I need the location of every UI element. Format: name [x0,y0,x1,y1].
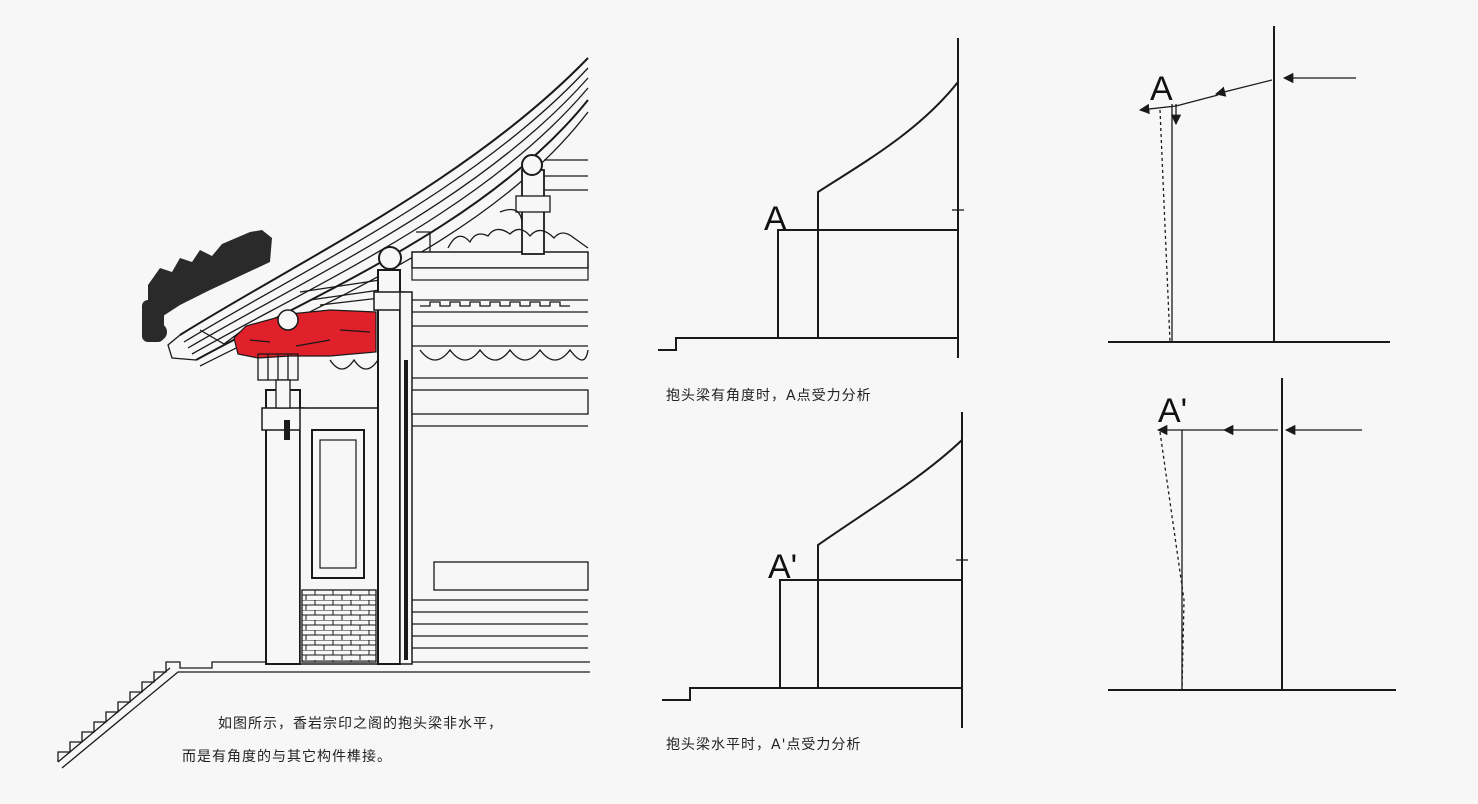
bottom-point-label: A' [768,548,797,586]
bottom-section-diagram: A' [662,412,968,728]
top-force-point-label: A [1150,70,1173,108]
bottom-diagram-caption: 抱头梁水平时，A'点受力分析 [666,737,862,753]
inner-column [377,269,401,665]
tie-beam-highlight [233,309,377,359]
bottom-force-point-label: A' [1158,392,1187,430]
building-elevation [57,57,590,769]
top-point-label: A [764,200,787,238]
bracket-row [419,348,589,361]
eave-column [265,389,301,665]
building-caption-line1: 如图所示，香岩宗印之阁的抱头梁非水平， [218,716,503,732]
ridge-ornaments [148,230,272,322]
top-diagram-caption: 抱头梁有角度时，A点受力分析 [666,388,872,404]
top-section-diagram: A [658,38,964,358]
bottom-force-diagram: A' [1108,378,1396,691]
roof [142,57,589,367]
frieze [412,299,588,327]
top-force-diagram: A [1108,26,1390,343]
brick-base [301,589,377,663]
building-caption-line2: 而是有角度的与其它构件榫接。 [182,749,392,765]
